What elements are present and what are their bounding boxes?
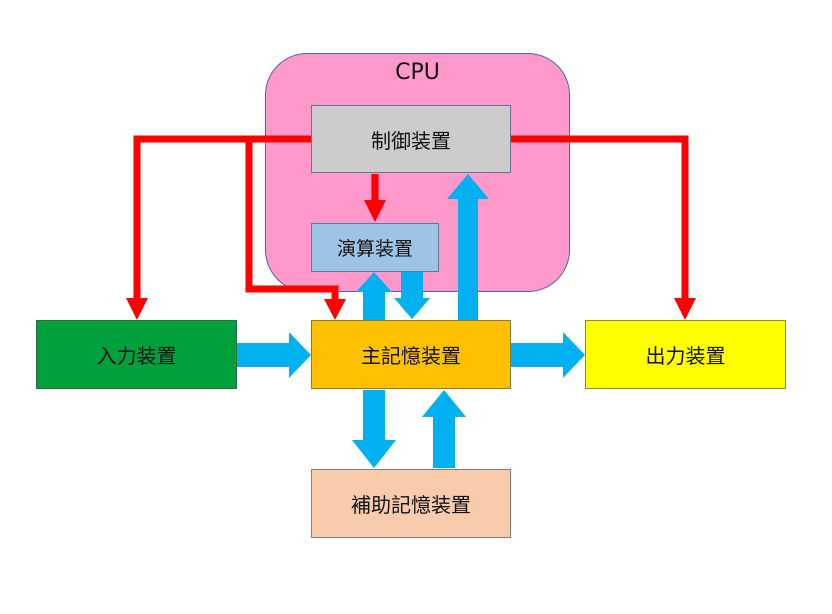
main-memory-box: 主記憶装置 [311,320,511,389]
output-device-box: 出力装置 [585,320,786,389]
control-arrowhead-input [126,298,148,320]
data-arrow-input-to-main [237,332,311,378]
control-line-to-output [511,135,689,300]
data-arrow-main-to-alu [356,272,392,320]
control-arrowhead-output [674,298,696,320]
input-device-box: 入力装置 [36,320,237,389]
control-arrowhead-alu [364,200,386,222]
data-arrow-alu-to-main [394,272,430,319]
alu-box: 演算装置 [311,223,439,272]
data-arrow-main-to-output [511,332,585,378]
data-arrow-main-to-aux [352,390,396,468]
auxiliary-storage-box: 補助記憶装置 [311,469,511,538]
cpu-label: CPU [395,60,440,85]
control-line-to-input [133,135,311,300]
control-line-to-main [245,135,339,301]
control-unit-box: 制御装置 [311,105,511,173]
control-arrowhead-main [324,299,346,320]
data-arrow-aux-to-main [422,390,466,468]
data-arrow-main-to-control [447,174,489,320]
